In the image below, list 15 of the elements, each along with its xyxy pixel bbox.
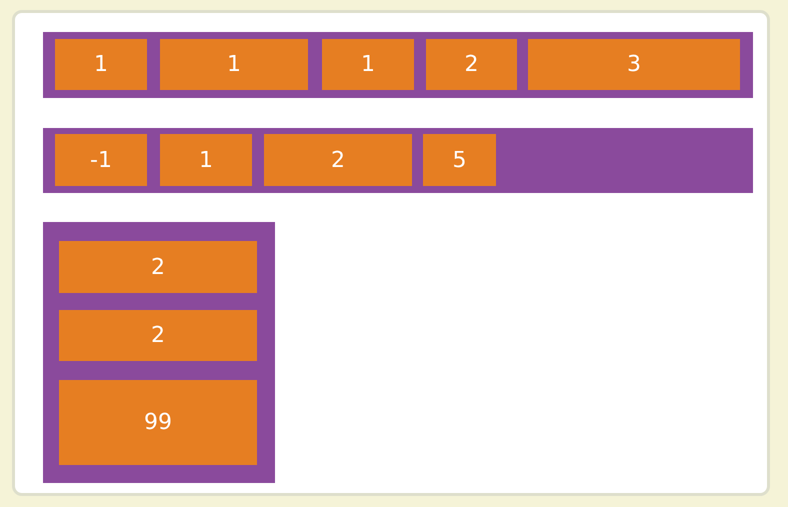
item-box: 2 [426, 39, 517, 90]
item-box: 2 [59, 310, 257, 361]
item-box: 99 [59, 380, 257, 465]
item-box: 1 [322, 39, 414, 90]
container-box [43, 222, 275, 483]
item-box: -1 [55, 134, 147, 186]
container-box [43, 32, 753, 98]
item-box: 3 [528, 39, 740, 90]
item-box: 2 [59, 241, 257, 293]
item-box: 2 [264, 134, 412, 186]
item-box: 5 [423, 134, 496, 186]
container-box [43, 128, 753, 193]
item-box: 1 [160, 39, 308, 90]
item-box: 1 [55, 39, 147, 90]
item-box: 1 [160, 134, 252, 186]
